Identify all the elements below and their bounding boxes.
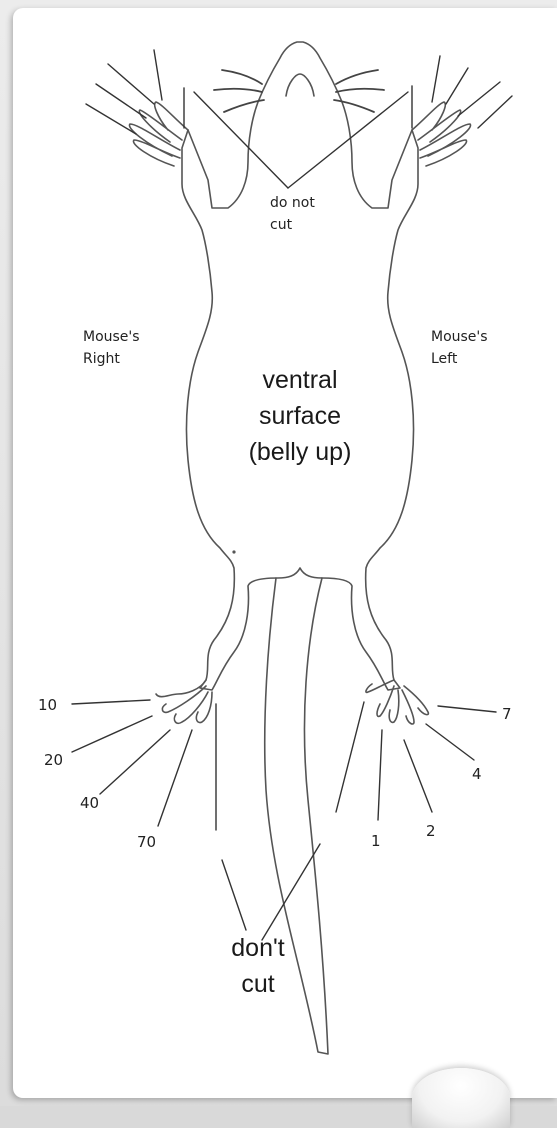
do-not-cut-label: do not cut	[270, 192, 315, 236]
toe-number-70: 70	[137, 833, 156, 851]
ventral-line1: ventral	[220, 362, 380, 398]
mouse-right-label: Mouse's Right	[83, 326, 140, 370]
toe-number-40: 40	[80, 794, 99, 812]
do-not-cut-line2: cut	[270, 214, 315, 236]
whiskers	[214, 70, 384, 112]
do-not-cut-line1: do not	[270, 192, 315, 214]
dont-cut-line1: don't	[208, 930, 308, 966]
dont-cut-label: don't cut	[208, 930, 308, 1002]
mouse-left-label: Mouse's Left	[431, 326, 488, 370]
mouse-right-line2: Right	[83, 348, 140, 370]
toe-number-10: 10	[38, 696, 57, 714]
toe-number-1: 1	[371, 832, 381, 850]
dont-cut-line2: cut	[208, 966, 308, 1002]
toe-number-7: 7	[502, 705, 512, 723]
ventral-surface-label: ventral surface (belly up)	[220, 362, 380, 470]
hind-paws	[156, 680, 428, 724]
toe-number-4: 4	[472, 765, 482, 783]
page-curl-decoration	[412, 1068, 510, 1128]
toe-number-20: 20	[44, 751, 63, 769]
mouse-right-line1: Mouse's	[83, 326, 140, 348]
mouse-left-line2: Left	[431, 348, 488, 370]
toe-number-2: 2	[426, 822, 436, 840]
mouse-nose	[286, 74, 314, 96]
ventral-line3: (belly up)	[220, 434, 380, 470]
mouse-left-line1: Mouse's	[431, 326, 488, 348]
tick-mark	[233, 551, 235, 553]
front-paws	[129, 102, 470, 166]
pointer-lines	[72, 50, 512, 940]
ventral-line2: surface	[220, 398, 380, 434]
